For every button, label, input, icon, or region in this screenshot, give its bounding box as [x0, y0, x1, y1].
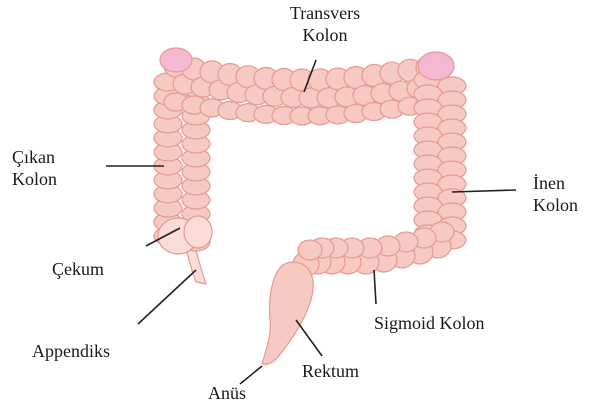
leader-sigmoid	[374, 270, 376, 304]
appendix-shape	[186, 250, 206, 284]
label-inen-line2: Kolon	[533, 194, 578, 216]
label-transvers-kolon: Transvers Kolon	[284, 2, 366, 46]
leader-appendiks	[138, 270, 196, 324]
label-sigmoid-kolon: Sigmoid Kolon	[374, 312, 485, 334]
label-inen-kolon: İnen Kolon	[533, 172, 578, 216]
label-cikan-line2: Kolon	[12, 168, 57, 190]
label-transvers-line1: Transvers	[284, 2, 366, 24]
label-appendiks: Appendiks	[32, 340, 110, 362]
splenic-flexure	[418, 52, 454, 80]
label-anus: Anüs	[208, 382, 246, 404]
label-cikan-kolon: Çıkan Kolon	[12, 146, 57, 190]
sigmoid-colon-segment	[298, 240, 322, 260]
label-rektum: Rektum	[302, 360, 359, 382]
leader-rektum	[296, 320, 322, 356]
label-cekum: Çekum	[52, 258, 104, 280]
label-transvers-line2: Kolon	[284, 24, 366, 46]
cecum-shape	[184, 216, 212, 248]
hepatic-flexure	[160, 48, 192, 72]
label-cikan-line1: Çıkan	[12, 146, 57, 168]
rectum-shape	[262, 262, 313, 364]
label-inen-line1: İnen	[533, 172, 578, 194]
